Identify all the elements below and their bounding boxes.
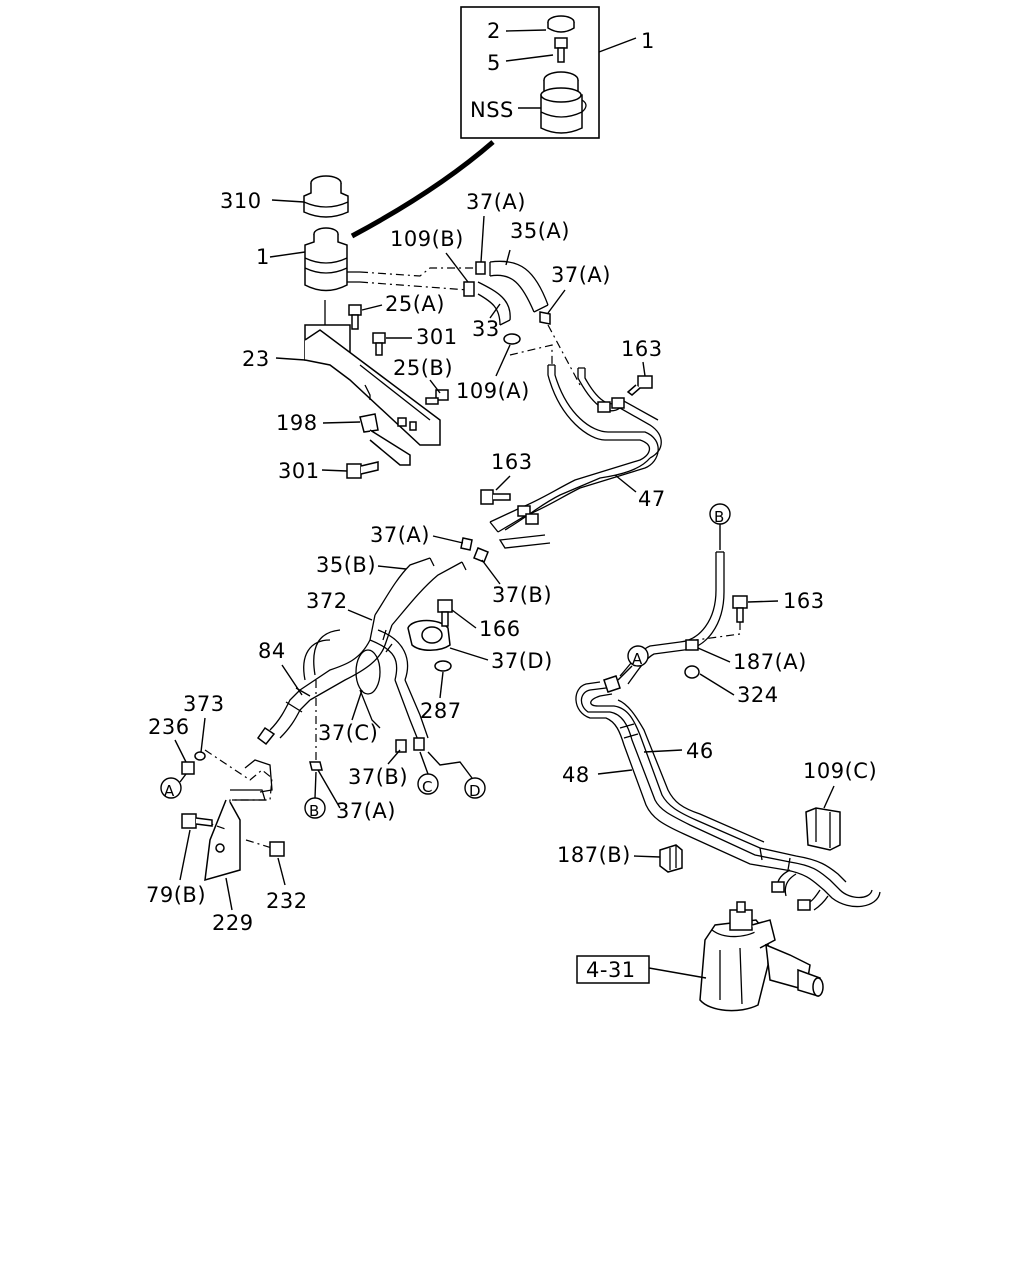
callout-109a: 109(A) (456, 379, 530, 403)
clamp-166-group: 166 37(D) 287 (407, 599, 553, 723)
callout-187a: 187(A) (733, 650, 807, 674)
callout-37a-middle: 37(A) (370, 523, 430, 547)
marker-b-left-label: B (309, 802, 320, 820)
marker-c-label: C (422, 778, 433, 796)
pipe-47: 47 163 163 (480, 337, 666, 549)
bracket-229-group: 373 236 79(B) 232 229 (146, 692, 308, 935)
callout-301-upper: 301 (416, 325, 458, 349)
callout-37a-top: 37(A) (466, 190, 526, 214)
callout-35b: 35(B) (316, 553, 376, 577)
return-hoses-upper: 35(A) 37(A) 109(B) 33 37(A) 109(A) (390, 190, 611, 403)
callout-373: 373 (183, 692, 225, 716)
callout-37b-lower: 37(B) (348, 765, 408, 789)
reservoir-inset: 2 5 NSS 1 (350, 6, 655, 239)
part-187b: 187(B) (557, 843, 683, 873)
marker-a-left-label: A (164, 782, 175, 800)
callout-25b: 25(B) (393, 356, 453, 380)
marker-a-right-label: A (632, 650, 643, 668)
callout-25a: 25(A) (385, 292, 445, 316)
pipes-46-48: B 163 187(A) 324 A 46 48 (562, 503, 881, 911)
reservoir-assembly: 310 1 23 25(A) 301 25(B) (220, 175, 478, 483)
callout-79b: 79(B) (146, 883, 206, 907)
callout-166: 166 (479, 617, 521, 641)
callout-37b-middle: 37(B) (492, 583, 552, 607)
pressure-hoses-lower: 37(A) 37(B) 35(B) 372 84 37(C) (256, 523, 552, 753)
callout-47: 47 (638, 487, 666, 511)
lower-clamps-and-markers: 37(A) 37(B) A B C D (160, 680, 486, 823)
callout-23: 23 (242, 347, 270, 371)
callout-nss: NSS (470, 98, 514, 122)
callout-37a-right: 37(A) (551, 263, 611, 287)
marker-b-right-label: B (714, 508, 725, 526)
callout-232: 232 (266, 889, 308, 913)
callout-48: 48 (562, 763, 590, 787)
callout-187b: 187(B) (557, 843, 631, 867)
marker-a-left (160, 777, 182, 799)
callout-163-right: 163 (783, 589, 825, 613)
callout-163-upper: 163 (621, 337, 663, 361)
callout-287: 287 (420, 699, 462, 723)
steering-gear-box (699, 901, 824, 1012)
marker-d-label: D (469, 782, 481, 800)
callout-324: 324 (737, 683, 779, 707)
callout-37a-lower: 37(A) (336, 799, 396, 823)
callout-5: 5 (487, 51, 501, 75)
callout-229: 229 (212, 911, 254, 935)
reference-label: 4-31 (586, 958, 636, 982)
callout-1-inset: 1 (641, 29, 655, 53)
reference-box-4-31: 4-31 (576, 955, 707, 984)
callout-109c: 109(C) (803, 759, 877, 783)
callout-37d: 37(D) (491, 649, 553, 673)
callout-163-middle: 163 (491, 450, 533, 474)
callout-236: 236 (148, 715, 190, 739)
callout-33: 33 (472, 317, 500, 341)
callout-84: 84 (258, 639, 286, 663)
marker-d (464, 777, 486, 799)
callout-301-lower: 301 (278, 459, 320, 483)
marker-a-right (627, 645, 649, 667)
callout-35a: 35(A) (510, 219, 570, 243)
part-109c: 109(C) (803, 759, 877, 851)
callout-2: 2 (487, 19, 501, 43)
callout-1: 1 (256, 245, 270, 269)
callout-198: 198 (276, 411, 318, 435)
callout-109b: 109(B) (390, 227, 464, 251)
callout-310: 310 (220, 189, 262, 213)
callout-37c: 37(C) (318, 721, 378, 745)
callout-372: 372 (306, 589, 348, 613)
callout-46: 46 (686, 739, 714, 763)
